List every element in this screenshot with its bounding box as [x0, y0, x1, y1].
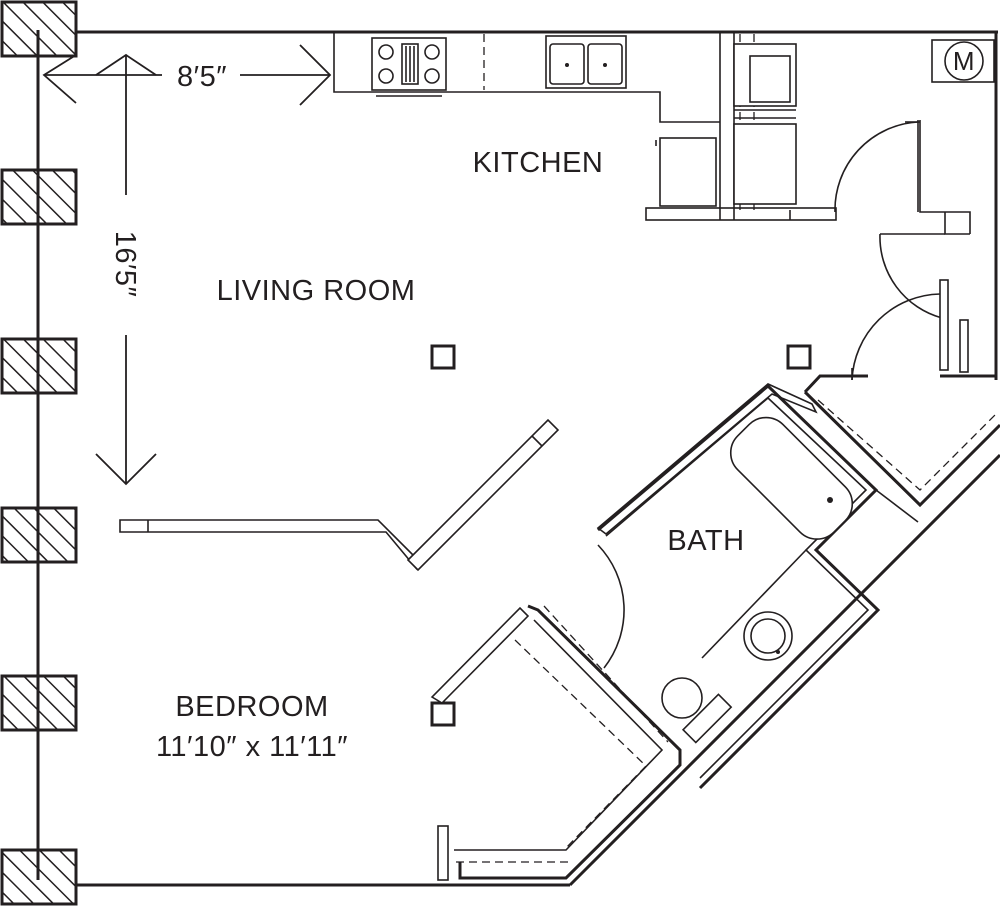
burner: [424, 68, 440, 84]
bath-label: BATH: [667, 525, 744, 557]
column: [0, 848, 78, 906]
burner: [378, 44, 394, 60]
mechanical-symbol: M: [953, 46, 975, 76]
walls: [76, 30, 1000, 887]
washer: [733, 43, 797, 107]
toilet: [661, 677, 703, 719]
kitchen-label: KITCHEN: [473, 147, 604, 179]
column: [0, 506, 78, 564]
bedroom-size-label: 11′10″ x 11′11″: [156, 731, 348, 763]
bathtub: [729, 416, 854, 540]
mechanical-unit: M: [931, 39, 995, 83]
burner: [378, 68, 394, 84]
doors: [597, 120, 969, 669]
bedroom-closet: [430, 604, 682, 881]
dimension-width: [42, 44, 332, 106]
column: [0, 337, 78, 395]
kitchen-counter: [333, 32, 837, 221]
dimension-depth-label: 16′5″: [109, 231, 141, 298]
refrigerator: [659, 137, 717, 207]
dryer: [733, 123, 797, 205]
exterior-wall: [0, 0, 78, 906]
column: [0, 674, 78, 732]
bedroom-label: BEDROOM: [175, 691, 328, 723]
bedroom-partition: [119, 418, 560, 572]
column: [0, 168, 78, 226]
living-room-label: LIVING ROOM: [217, 275, 416, 307]
dimension-width-label: 8′5″: [177, 61, 227, 93]
burner: [424, 44, 440, 60]
bath-walls: [596, 383, 919, 790]
hall-closet: [803, 390, 1000, 508]
dimension-depth: [95, 53, 157, 486]
column: [0, 0, 78, 58]
